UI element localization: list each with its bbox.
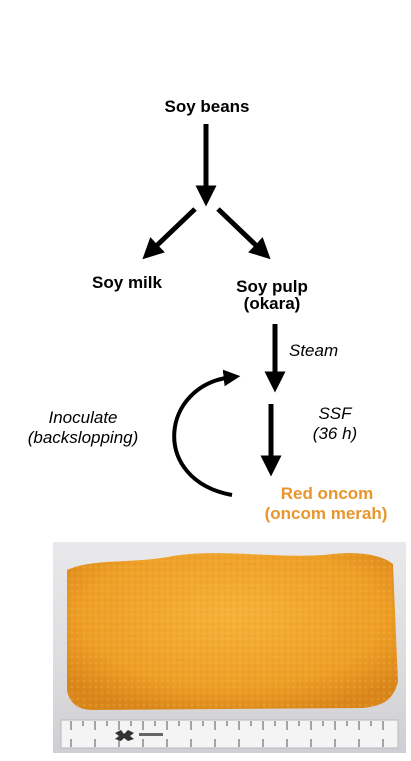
edge-label-steam: Steam: [289, 341, 339, 360]
edge-label-ssf-line1: SSF: [318, 404, 352, 423]
arrow-to-soy-milk: [142, 207, 197, 260]
flow-arrows: [142, 124, 286, 497]
arrow-to-soy-pulp: [216, 207, 271, 260]
edge-label-inoculate-line1: Inoculate: [48, 408, 118, 427]
node-red-oncom-line1: Red oncom: [280, 484, 374, 503]
node-soy-beans: Soy beans: [164, 97, 250, 116]
node-red-oncom-line2: (oncom merah): [264, 504, 388, 523]
edge-label-inoculate-line2: (backslopping): [27, 428, 139, 447]
arrow-backslopping: [172, 369, 241, 497]
node-soy-milk: Soy milk: [92, 273, 162, 292]
ruler: [60, 719, 399, 749]
oncom-photo: [53, 542, 406, 753]
edge-label-ssf-line2: (36 h): [312, 424, 358, 443]
node-soy-pulp-line1: Soy pulp: [236, 277, 308, 296]
node-soy-pulp-line2: (okara): [243, 294, 301, 313]
oncom-photo-drawing: [60, 553, 399, 749]
